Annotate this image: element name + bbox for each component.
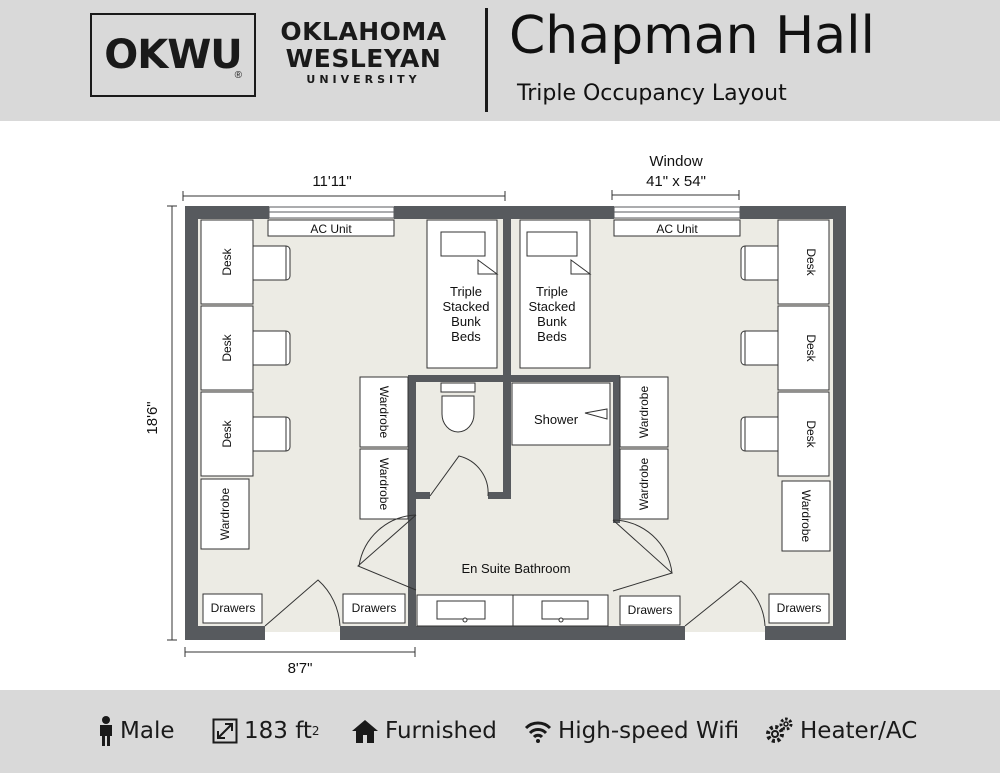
windows: [268, 206, 741, 219]
feature-wifi-label: High-speed Wifi: [558, 718, 740, 744]
feature-gender-label: Male: [120, 718, 175, 744]
person-icon: [100, 716, 112, 746]
drawers-label: Drawers: [352, 601, 397, 615]
window-dimension: 41" x 54": [646, 173, 706, 190]
drawer-labels: Drawers Drawers Drawers Drawers: [211, 601, 822, 617]
ac-unit-right: AC Unit: [613, 219, 741, 237]
ac-unit-left: AC Unit: [267, 219, 395, 237]
wardrobe-label: Wardrobe: [377, 386, 391, 439]
drawers-label: Drawers: [777, 601, 822, 615]
university-name-line-3: UNIVERSITY: [306, 73, 421, 86]
bathroom-label: En Suite Bathroom: [461, 561, 570, 576]
feature-furnished-label: Furnished: [385, 718, 497, 744]
wardrobes: [200, 376, 831, 552]
bunk-label-line-1: Triple: [450, 284, 482, 299]
wardrobe-label: Wardrobe: [377, 458, 391, 511]
wardrobe-label: Wardrobe: [218, 488, 232, 541]
floor-plan: 11'11" Window 41" x 54" 18'6" 8'7" AC Un…: [144, 153, 846, 677]
feature-furnished: Furnished: [351, 716, 497, 746]
okwu-logo: OKWU ®: [90, 13, 256, 97]
wardrobe-label: Wardrobe: [637, 458, 651, 511]
height-dimension: 18'6": [144, 401, 161, 434]
wardrobe-label: Wardrobe: [799, 490, 813, 543]
page-subtitle: Triple Occupancy Layout: [517, 81, 787, 106]
logo-registered-mark: ®: [234, 70, 242, 81]
feature-climate: Heater/AC: [764, 716, 917, 746]
house-icon: [352, 720, 378, 743]
bunk-label-line-2: Stacked: [443, 299, 490, 314]
width-dimension: 11'11": [312, 173, 351, 190]
feature-gender: Male: [98, 716, 174, 746]
header: OKWU ® OKLAHOMA WESLEYAN UNIVERSITY Chap…: [0, 0, 1000, 121]
header-divider: [485, 8, 488, 112]
window-label: Window: [649, 153, 703, 170]
bunk-label-line-1: Triple: [536, 284, 568, 299]
wardrobe-label: Wardrobe: [637, 386, 651, 439]
interior-walls: [408, 219, 620, 628]
bathroom-doors: [357, 455, 673, 592]
bunk-bed-labels: Triple Stacked Bunk Beds Triple Stacked …: [443, 284, 576, 344]
outer-walls: [185, 206, 846, 640]
logo-mark: OKWU: [104, 32, 243, 78]
feature-wifi: High-speed Wifi: [524, 716, 739, 746]
university-name: OKLAHOMA WESLEYAN UNIVERSITY: [276, 18, 451, 86]
desk-label: Desk: [804, 420, 818, 448]
dimension-lines: [167, 190, 740, 657]
expand-icon: [212, 718, 238, 744]
bunk-beds: [426, 219, 592, 369]
wifi-icon: [524, 721, 552, 743]
desk-label: Desk: [804, 334, 818, 362]
bunk-label-line-3: Bunk: [537, 314, 567, 329]
desk-label: Desk: [220, 419, 234, 447]
entry-doors: [264, 579, 766, 627]
university-name-line-2: WESLEYAN: [285, 44, 442, 73]
feature-size-unit-exponent: 2: [311, 724, 320, 738]
desk-label: Desk: [220, 333, 234, 361]
toilet: [440, 382, 476, 433]
feature-climate-label: Heater/AC: [800, 718, 918, 744]
drawers: [202, 593, 830, 626]
bunk-label-line-4: Beds: [537, 329, 567, 344]
bunk-label-line-4: Beds: [451, 329, 481, 344]
university-name-line-1: OKLAHOMA: [280, 17, 447, 46]
desk-label: Desk: [804, 248, 818, 276]
shower: Shower: [511, 382, 611, 446]
drawers-label: Drawers: [211, 601, 256, 615]
shower-label: Shower: [534, 412, 579, 427]
feature-size-label: 183 ft: [244, 718, 312, 744]
right-desks: [740, 219, 830, 477]
page-title: Chapman Hall: [509, 6, 876, 66]
ac-unit-label: AC Unit: [656, 222, 698, 236]
ac-unit-label: AC Unit: [310, 222, 352, 236]
gears-icon: [766, 717, 793, 743]
left-desks: [200, 219, 291, 477]
door-area-dimension: 8'7": [288, 660, 313, 677]
bunk-label-line-2: Stacked: [529, 299, 576, 314]
vanity-sinks: [416, 594, 609, 627]
drawers-label: Drawers: [628, 603, 673, 617]
bunk-label-line-3: Bunk: [451, 314, 481, 329]
desk-label: Desk: [220, 247, 234, 275]
